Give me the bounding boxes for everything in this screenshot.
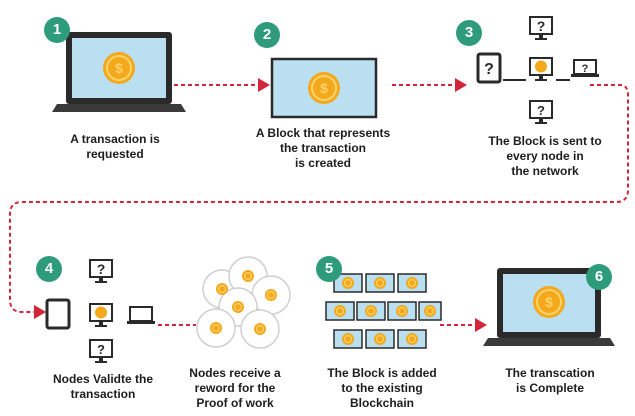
step-5-badge: 5	[316, 256, 342, 282]
node-laptop-icon	[126, 306, 156, 325]
node-phone-icon	[45, 298, 71, 330]
coin-glyph: $	[545, 294, 553, 310]
node-laptop-icon: ?	[570, 59, 600, 78]
arrow-head-2	[258, 78, 270, 92]
coin-glyph: $	[115, 60, 123, 76]
node-monitor-coin-icon	[529, 57, 553, 82]
svg-text:?: ?	[537, 18, 546, 34]
node-monitor-coin-icon	[89, 303, 113, 328]
reward-coins-icon	[196, 256, 291, 349]
svg-text:?: ?	[537, 103, 545, 118]
node-phone-icon: ?	[476, 52, 502, 84]
arrow-heads	[34, 78, 487, 332]
arrow-head-4	[34, 305, 46, 319]
arrow-head-3	[455, 78, 467, 92]
svg-text:?: ?	[97, 342, 105, 357]
svg-text:?: ?	[97, 261, 106, 277]
laptop-complete-icon: $	[483, 268, 615, 346]
node-monitor-bottom-icon: ?	[529, 100, 553, 125]
blockchain-icon	[325, 273, 442, 349]
svg-text:?: ?	[582, 63, 589, 75]
node-monitor-top-icon: ?	[89, 259, 113, 284]
coin-glyph: $	[320, 80, 328, 96]
step-1-badge: 1	[44, 17, 70, 43]
svg-text:?: ?	[484, 61, 494, 78]
node-monitor-top-icon: ?	[529, 16, 553, 41]
step-3-badge: 3	[456, 20, 482, 46]
validating-nodes-icon: ? ?	[45, 259, 156, 364]
step-6-badge: 6	[586, 264, 612, 290]
laptop-icon: $	[52, 32, 186, 112]
arrow-head-6	[475, 318, 487, 332]
node-monitor-bottom-icon: ?	[89, 339, 113, 364]
step-2-badge: 2	[254, 22, 280, 48]
arrow-3-to-4	[9, 84, 629, 313]
connector-arrows	[9, 84, 629, 326]
network-nodes-icon: ? ? ? ?	[476, 16, 600, 125]
step-4-badge: 4	[36, 256, 62, 282]
block-icon: $	[270, 57, 378, 119]
